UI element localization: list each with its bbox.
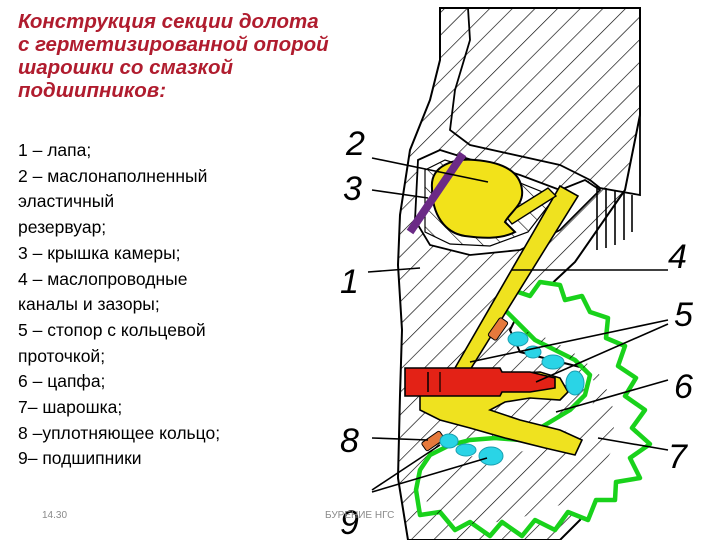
legend-item: 2 – маслонаполненный (18, 165, 208, 186)
legend-item: 7– шарошка; (18, 397, 123, 418)
legend-list: 1 – лапа; 2 – маслонаполненный эластичны… (18, 138, 328, 472)
legend-item: 6 – цапфа; (18, 371, 106, 392)
bearing-ball (439, 433, 459, 449)
callout-8: 8 (340, 422, 359, 460)
title-line: подшипников: (18, 79, 167, 102)
legend-item: проточкой; (18, 345, 106, 366)
footer-center: БУРЕНИЕ НГС (325, 510, 395, 521)
legend-item: 1 – лапа; (18, 140, 92, 160)
callout-6: 6 (674, 368, 693, 406)
oil-channel-branch (503, 187, 558, 225)
callout-7: 7 (668, 438, 688, 476)
callout-2: 2 (345, 125, 365, 163)
bearing-ball (541, 354, 565, 370)
title-line: Конструкция секции долота (18, 10, 319, 33)
legend-item: 5 – стопор с кольцевой (18, 319, 206, 340)
callout-5: 5 (674, 296, 693, 334)
oil-reservoir (430, 158, 524, 239)
callout-9: 9 (340, 504, 359, 540)
chamber-cover (406, 151, 467, 235)
legend-item: резервуар; (18, 217, 107, 238)
vent-lines (596, 186, 633, 250)
title-line: с герметизированной опорой (18, 33, 329, 56)
legend-item: 9– подшипники (18, 448, 142, 469)
seal-ring-lower (421, 430, 445, 452)
legend-item: 4 – маслопроводные (18, 268, 188, 289)
title-line: шарошки со смазкой (18, 56, 233, 79)
bearing-ball (478, 446, 504, 466)
footer-date: 14.30 (42, 510, 68, 521)
slide-title: Конструкция секции долота с герметизиров… (18, 10, 408, 102)
bearing-ball (565, 370, 585, 396)
cone-hatched (425, 330, 615, 525)
legend-item: эластичный (18, 191, 115, 212)
callout-4: 4 (668, 238, 687, 276)
upper-step (440, 7, 641, 197)
lock-pin (404, 367, 556, 397)
bearing-ball (507, 331, 529, 347)
callout-1: 1 (340, 263, 359, 301)
callout-3: 3 (343, 170, 362, 208)
legend-item: 8 –уплотняющее кольцо; (18, 422, 221, 443)
legend-item: 3 – крышка камеры; (18, 242, 181, 263)
leader-lines (367, 157, 669, 493)
legend-item: каналы и зазоры; (18, 294, 160, 315)
bearing-ball (455, 443, 477, 457)
seal-ring-upper (487, 317, 509, 341)
